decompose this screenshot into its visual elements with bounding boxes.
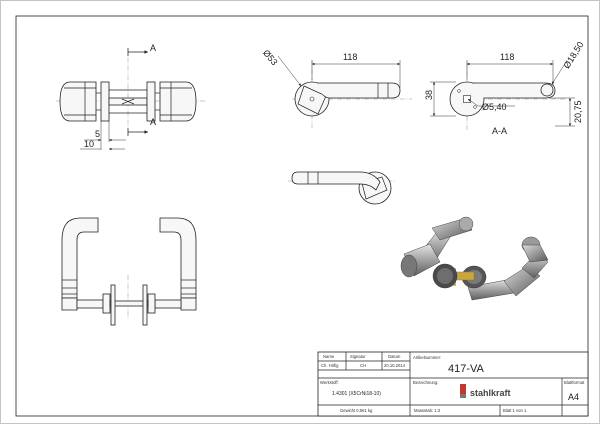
title-block-weight: Gewicht 0,561 kg bbox=[340, 408, 373, 413]
title-block-material-value: 1.4301 (X5CrNi18-10) bbox=[332, 391, 381, 397]
stahlkraft-logo: stahlkraft bbox=[470, 388, 511, 398]
side-view bbox=[277, 55, 412, 130]
title-block-name-value: Ch. Höfig bbox=[321, 363, 339, 368]
dimension-38: 38 bbox=[424, 90, 434, 100]
bottom-side-view bbox=[288, 171, 395, 205]
dimension-10: 10 bbox=[84, 139, 94, 149]
title-block-header-signature: Signatur bbox=[350, 354, 366, 359]
title-block-material-label: Werkstoff: bbox=[320, 380, 339, 385]
title-block-article-label: Artikelnummer: bbox=[413, 355, 441, 360]
front-view bbox=[56, 48, 205, 151]
section-mark-bottom: A bbox=[150, 117, 156, 127]
section-view-a-a bbox=[430, 60, 575, 130]
title-block-date-value: 20.10.2014 bbox=[384, 363, 406, 368]
dimension-118-section: 118 bbox=[500, 52, 514, 62]
title-block-article-number: 417-VA bbox=[448, 363, 485, 375]
dimension-5: 5 bbox=[95, 129, 100, 139]
title-block-format-label: Blattformat bbox=[564, 380, 585, 385]
section-mark-top: A bbox=[150, 43, 156, 53]
handle-3d-rendering bbox=[400, 216, 549, 301]
title-block-header-date: Datum bbox=[388, 354, 401, 359]
dimension-20-75: 20,75 bbox=[573, 100, 583, 123]
title-block-frame bbox=[317, 351, 589, 417]
dimension-118-side: 118 bbox=[343, 52, 357, 62]
title-block-header-name: Name bbox=[323, 354, 335, 359]
top-view bbox=[61, 217, 197, 326]
title-block-description-label: Bezeichnung: bbox=[413, 380, 438, 385]
dimension-diameter-53: Ø53 bbox=[261, 48, 280, 67]
title-block-format-value: A4 bbox=[568, 392, 579, 402]
dimension-diameter-5-40: Ø5,40 bbox=[482, 102, 507, 112]
title-block-sheet: Blatt 1 von 1 bbox=[503, 408, 527, 413]
title-block-signature-value: CH bbox=[360, 363, 366, 368]
title-block-scale: Massstab: 1:3 bbox=[414, 408, 441, 413]
dimension-diameter-18-50: Ø18,50 bbox=[561, 40, 585, 70]
section-label-a-a: A-A bbox=[492, 126, 507, 136]
